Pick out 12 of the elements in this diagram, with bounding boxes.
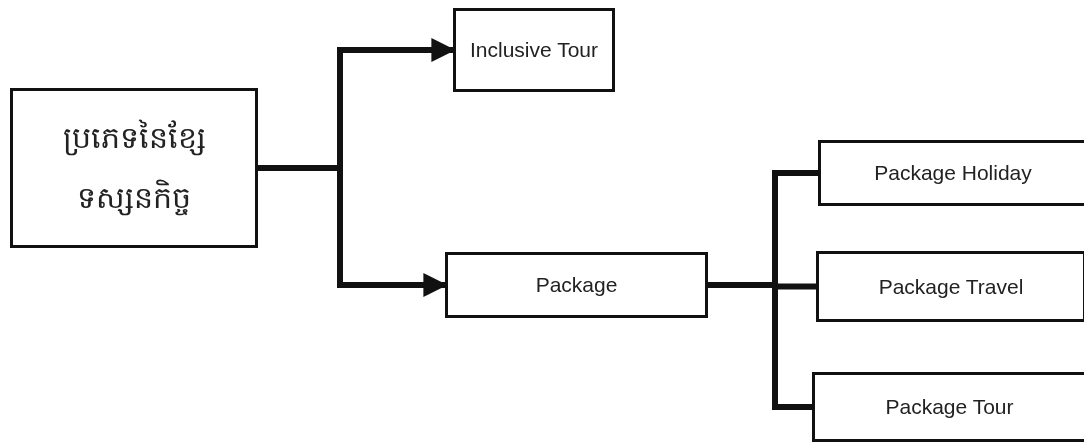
box-label: Package <box>535 273 618 297</box>
process-box <box>445 252 708 318</box>
category-label: ប្រភេទនៃខ្សែទស្សនកិច្ច <box>61 118 207 218</box>
box-label: Package Tour <box>885 395 1014 419</box>
process-box <box>818 140 1084 206</box>
box-label: Package Holiday <box>874 161 1032 185</box>
process-box <box>816 251 1084 322</box>
category-box <box>10 88 258 248</box>
box-label: Inclusive Tour <box>470 38 598 62</box>
box-label: Package Travel <box>878 274 1024 299</box>
process-box <box>812 372 1084 442</box>
process-box <box>453 8 615 92</box>
